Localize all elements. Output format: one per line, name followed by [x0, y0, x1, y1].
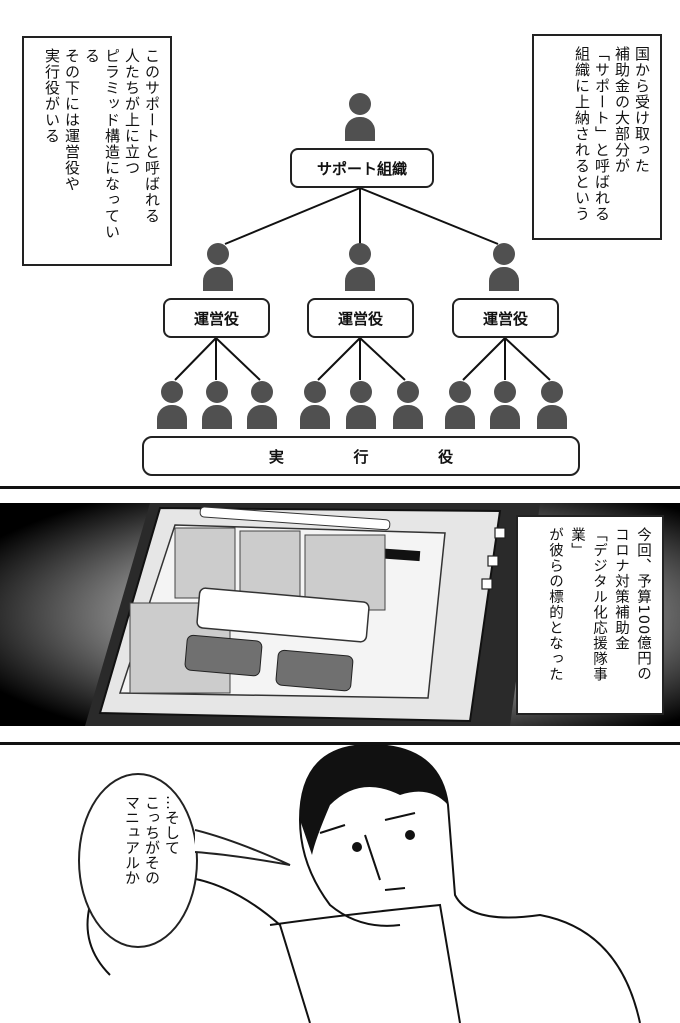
speech-line: …そして: [163, 795, 181, 855]
person-icon: [490, 381, 520, 429]
org-node-manager: 運営役: [163, 298, 270, 338]
speech-bubble-tail: [195, 829, 291, 866]
org-node-executors: 実 行 役: [142, 436, 580, 476]
panel-org-chart: このサポートと呼ばれる 人たちが上に立つ ピラミッド構造になっている その下には…: [0, 0, 680, 487]
person-icon: [346, 381, 376, 429]
org-node-manager: 運営役: [452, 298, 559, 338]
caption-line: 人たちが上に立つ: [123, 48, 141, 176]
executor-label-char: 行: [353, 447, 369, 466]
person-icon: [489, 243, 519, 291]
caption-left: このサポートと呼ばれる 人たちが上に立つ ピラミッド構造になっている その下には…: [22, 36, 172, 266]
caption-line: ピラミッド構造になっている: [83, 48, 121, 240]
speech-bubble: …そして こっちがその マニュアルか: [78, 773, 198, 948]
caption-line: コロナ対策補助金: [613, 527, 629, 651]
person-icon: [345, 243, 375, 291]
caption-line: このサポートと呼ばれる: [143, 48, 161, 224]
panel-man-reading: …そして こっちがその マニュアルか: [0, 742, 680, 1023]
executor-label-char: 役: [438, 447, 454, 466]
person-icon: [157, 381, 187, 429]
speech-line: マニュアルか: [123, 795, 141, 885]
person-icon: [445, 381, 475, 429]
executor-label-char: 実: [268, 447, 284, 466]
caption-right: 国から受け取った 補助金の大部分が 「サポート」と呼ばれる 組織に上納されるとい…: [532, 34, 662, 240]
person-icon: [393, 381, 423, 429]
caption-line: 組織に上納されるという: [573, 46, 591, 222]
person-icon: [345, 93, 375, 141]
person-icon: [202, 381, 232, 429]
speech-line: こっちがその: [143, 795, 161, 885]
panel-divider: [0, 486, 680, 489]
caption-line: 実行役がいる: [43, 48, 61, 144]
caption-line: 補助金の大部分が: [613, 46, 631, 174]
caption-line: 今回、予算100億円の: [635, 527, 651, 682]
org-node-manager: 運営役: [307, 298, 414, 338]
caption-line: 「デジタル化応援隊事業」: [569, 527, 607, 682]
caption-line: 「サポート」と呼ばれる: [593, 46, 611, 222]
person-icon: [300, 381, 330, 429]
person-icon: [247, 381, 277, 429]
caption-line: 国から受け取った: [633, 46, 651, 174]
caption-line: その下には運営役や: [63, 48, 81, 192]
org-chart-connectors: [174, 187, 551, 381]
panel-laptop: 今回、予算100億円の コロナ対策補助金 「デジタル化応援隊事業」 が彼らの標的…: [0, 503, 680, 726]
caption-line: が彼らの標的となった: [547, 527, 563, 682]
caption-budget: 今回、予算100億円の コロナ対策補助金 「デジタル化応援隊事業」 が彼らの標的…: [516, 515, 664, 715]
org-node-support: サポート組織: [290, 148, 434, 188]
person-icon: [203, 243, 233, 291]
person-icon: [537, 381, 567, 429]
